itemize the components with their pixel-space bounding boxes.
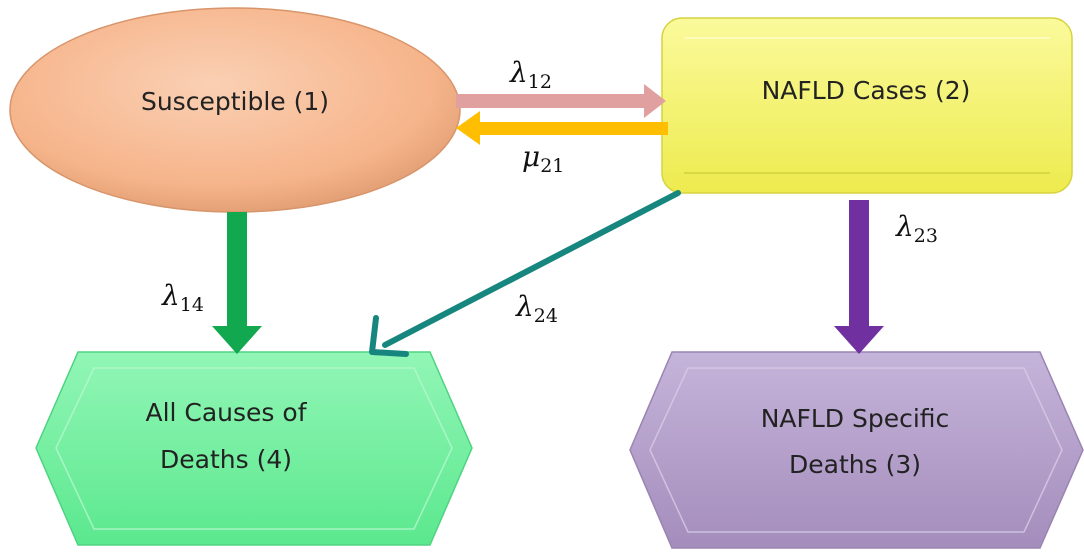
edge-lambda24-arrow	[369, 190, 681, 357]
edge-mu21-arrow	[456, 111, 668, 145]
node-nafld-cases: NAFLD Cases (2)	[661, 17, 1073, 194]
edge-lambda24-label: λ24	[515, 290, 558, 327]
edge-lambda14-arrow	[212, 212, 262, 354]
edge-lambda12-arrow	[456, 84, 666, 118]
node-nafld-specific-deaths: NAFLD Specific Deaths (3)	[629, 351, 1084, 549]
node-susceptible: Susceptible (1)	[9, 7, 461, 213]
edge-lambda14-label: λ14	[161, 279, 204, 316]
node-nafld-deaths-label-line1: NAFLD Specific	[761, 404, 950, 433]
node-all-deaths-label-line1: All Causes of	[145, 398, 307, 427]
edge-mu21-label: μ21	[522, 140, 564, 177]
node-nafld-cases-label: NAFLD Cases (2)	[762, 76, 971, 105]
node-all-causes-deaths: All Causes of Deaths (4)	[35, 351, 473, 546]
node-all-deaths-label-line2: Deaths (4)	[160, 445, 292, 474]
edge-lambda23-label: λ23	[895, 210, 938, 247]
node-nafld-deaths-label-line2: Deaths (3)	[789, 450, 921, 479]
edge-lambda12-label: λ12	[509, 56, 552, 93]
node-susceptible-label: Susceptible (1)	[141, 87, 329, 116]
edge-lambda23-arrow	[834, 200, 884, 354]
